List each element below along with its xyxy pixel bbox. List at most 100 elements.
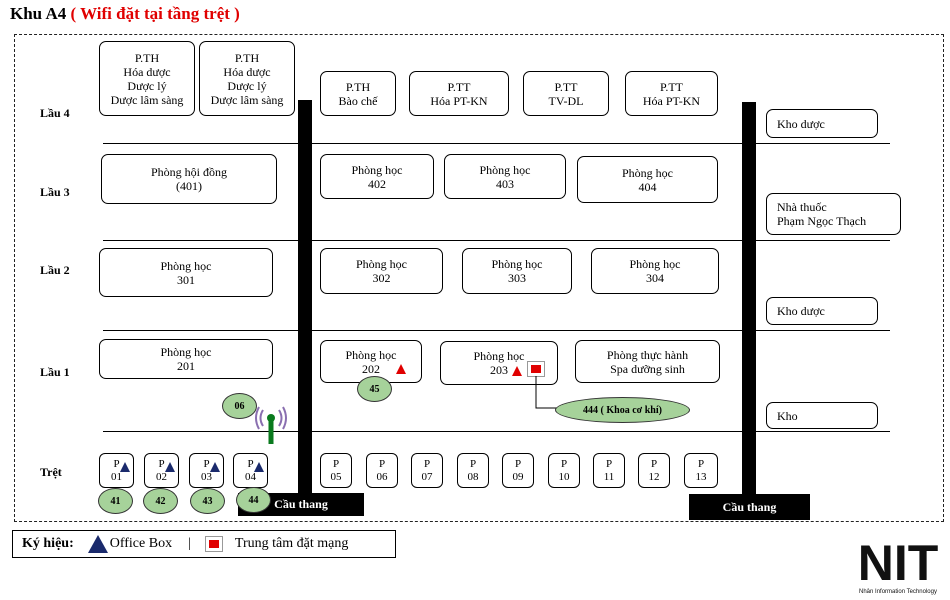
room-kho: Kho	[766, 402, 878, 429]
room-prefix: P	[378, 458, 386, 470]
room-line: Phòng học	[345, 347, 397, 362]
access-point-45: 45	[357, 376, 392, 402]
room-line: Hóa PT-KN	[642, 93, 701, 108]
room-prefix: P	[560, 458, 568, 470]
floor-divider	[103, 143, 890, 144]
room-tt-tv-dl: P.TT TV-DL	[523, 71, 609, 116]
room-kho-duoc-1: Kho dược	[766, 109, 878, 138]
nit-logo: NIT Nhân Information Technology	[851, 534, 945, 596]
room-number: 06	[376, 471, 388, 483]
office-box-triangle	[165, 462, 175, 472]
ground-room-09: P 09	[502, 453, 534, 488]
page-title: Khu A4 ( Wifi đặt tại tầng trệt )	[10, 4, 240, 24]
room-line: P.TH	[234, 50, 260, 65]
logo-text: NIT	[858, 535, 939, 591]
ground-room-08: P 08	[457, 453, 489, 488]
office-box-triangle-red	[512, 366, 522, 376]
floor-label-3: Lầu 3	[40, 185, 70, 199]
room-nha-thuoc: Nhà thuốc Phạm Ngọc Thạch	[766, 193, 901, 235]
floor-divider	[103, 431, 890, 432]
ground-room-01: P 01	[99, 453, 134, 488]
legend-separator: |	[188, 536, 191, 551]
ground-room-06: P 06	[366, 453, 398, 488]
floor-label-1: Lầu 1	[40, 365, 70, 379]
room-line: Phòng học	[160, 258, 212, 273]
room-prefix: P	[605, 458, 613, 470]
room-line: Phòng thực hành	[606, 347, 689, 362]
room-prefix: P	[697, 458, 705, 470]
floor-label-2: Lầu 2	[40, 263, 70, 277]
room-line: 302	[372, 271, 391, 285]
room-line: Kho dược	[777, 116, 825, 131]
room-line: Phòng học	[629, 257, 681, 271]
room-line: Dược lý	[127, 78, 167, 93]
floor-label-ground: Trệt	[40, 465, 62, 479]
room-line: Spa dưỡng sinh	[610, 361, 685, 376]
room-number: 03	[201, 471, 212, 483]
room-number: 08	[467, 471, 479, 483]
access-point-06: 06	[222, 393, 257, 419]
room-number: 11	[603, 471, 615, 483]
room-number: 09	[512, 471, 524, 483]
ground-room-13: P 13	[684, 453, 718, 488]
room-prefix: P	[423, 458, 431, 470]
ground-room-05: P 05	[320, 453, 352, 488]
room-line: Nhà thuốc	[777, 200, 827, 214]
room-number: 12	[648, 471, 660, 483]
room-line: Hóa dược	[123, 64, 171, 79]
room-lab-bao-che: P.TH Bào chế	[320, 71, 396, 116]
room-spa: Phòng thực hành Spa dưỡng sinh	[575, 340, 720, 383]
room-line: Phòng hội đồng	[150, 165, 227, 179]
room-line: Phòng học	[479, 162, 531, 177]
ground-room-07: P 07	[411, 453, 443, 488]
room-304: Phòng học 304	[591, 248, 719, 294]
title-main: Khu A4	[10, 4, 67, 23]
room-number: 01	[111, 471, 122, 483]
legend-title: Ký hiệu:	[22, 536, 74, 551]
room-line: P.TH	[345, 79, 371, 94]
room-line: 403	[496, 176, 514, 191]
legend: Ký hiệu: Office Box | Trung tâm đặt mạng	[12, 530, 396, 558]
room-line: 201	[177, 359, 195, 373]
legend-office-box: Office Box	[109, 536, 173, 551]
room-line: Hóa PT-KN	[430, 93, 488, 108]
room-prefix: P	[469, 458, 477, 470]
room-prefix: P	[332, 458, 340, 470]
network-center-square	[204, 536, 223, 552]
room-line: P.TH	[134, 50, 160, 65]
room-number: 10	[558, 471, 570, 483]
room-line: P.TT	[554, 79, 578, 94]
room-line: Phòng học	[622, 165, 673, 180]
office-box-triangle	[254, 462, 264, 472]
access-point-43: 43	[190, 488, 225, 514]
room-404: Phòng học 404	[577, 156, 718, 203]
room-prefix: P	[203, 458, 210, 470]
building-frame	[14, 34, 944, 522]
logo-tagline: Nhân Information Technology	[859, 589, 937, 595]
room-line: 202	[362, 361, 380, 376]
room-line: Phòng học	[473, 349, 525, 363]
room-number: 05	[330, 471, 342, 483]
room-tt-hoa-pt-kn-1: P.TT Hóa PT-KN	[409, 71, 509, 116]
room-line: 404	[638, 179, 657, 194]
access-point-44: 44	[236, 487, 271, 513]
room-line: 301	[177, 272, 195, 287]
room-line: Dược lâm sàng	[110, 92, 184, 107]
room-line: Dược lâm sàng	[210, 92, 284, 107]
wifi-antenna-icon	[255, 406, 287, 444]
room-prefix: P	[113, 458, 120, 470]
office-box-triangle	[210, 462, 220, 472]
room-402: Phòng học 402	[320, 154, 434, 199]
room-line: Hóa dược	[223, 64, 271, 79]
title-sub: ( Wifi đặt tại tầng trệt )	[70, 4, 240, 23]
network-center-444: 444 ( Khoa cơ khí)	[555, 397, 690, 423]
ground-room-10: P 10	[548, 453, 580, 488]
room-number: 07	[421, 471, 433, 483]
room-line: Phòng học	[351, 162, 403, 177]
room-lab-pharma-2: P.TH Hóa dược Dược lý Dược lâm sàng	[199, 41, 295, 116]
room-line: Bào chế	[338, 93, 378, 108]
office-box-triangle	[120, 462, 130, 472]
ground-room-11: P 11	[593, 453, 625, 488]
floor-divider	[103, 240, 890, 241]
legend-network-center: Trung tâm đặt mạng	[234, 536, 349, 551]
